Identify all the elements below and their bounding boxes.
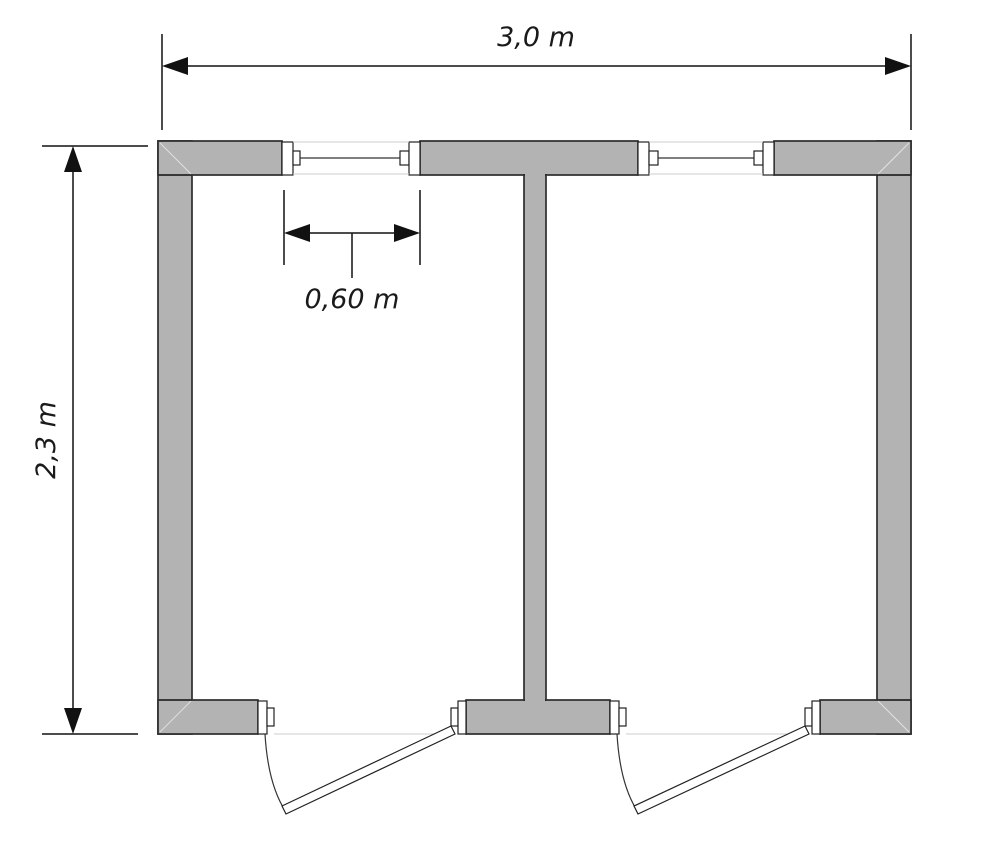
- wall-top-middle-segment: [419, 140, 639, 176]
- door-right-swing-arc: [616, 733, 639, 813]
- door-left-stop-latch: [450, 707, 459, 727]
- wall-partition: [523, 174, 547, 701]
- window-right-jamb-left: [637, 141, 650, 176]
- door-left-jamb-hinge: [257, 700, 268, 735]
- door-left: [257, 700, 467, 815]
- wall-outer-outline: [157, 140, 912, 735]
- width-arrow-right: [885, 57, 911, 75]
- window-right: [637, 141, 775, 176]
- width-label: 3,0 m: [497, 22, 575, 53]
- height-arrow-top: [64, 146, 82, 172]
- corner-bevel-bl: [159, 700, 192, 733]
- door-right-jamb-hinge: [609, 700, 620, 735]
- door-left-swing-arc: [264, 733, 287, 813]
- wall-seam-fill-pt: [525, 174, 545, 177]
- corner-bevel-br: [877, 700, 910, 733]
- window-left: [281, 141, 421, 176]
- walls: [157, 140, 912, 735]
- wall-inner-outline-right-room: [545, 174, 878, 701]
- door-right: [609, 700, 821, 815]
- window-left-jamb-left: [281, 141, 294, 176]
- window-arrow-right: [394, 224, 420, 242]
- window-left-jamb-right: [408, 141, 421, 176]
- wall-seam-fill-pb: [525, 698, 545, 701]
- height-dimension: 2,3 m: [31, 145, 148, 735]
- height-arrow-bottom: [64, 708, 82, 734]
- door-right-stop-latch: [804, 707, 813, 727]
- window-right-stop-right: [753, 150, 764, 166]
- window-left-stop-right: [399, 150, 410, 166]
- window-label: 0,60 m: [304, 284, 399, 315]
- height-label: 2,3 m: [31, 401, 62, 479]
- door-left-jamb-latch: [457, 700, 467, 735]
- door-left-leaf: [281, 725, 456, 815]
- wall-left: [157, 140, 193, 735]
- window-left-stop-left: [292, 150, 301, 166]
- width-dimension: 3,0 m: [161, 22, 912, 130]
- window-arrow-left: [284, 224, 310, 242]
- wall-bottom-middle-segment: [465, 699, 611, 735]
- wall-inner-outline-left-room: [191, 174, 525, 701]
- window-dimension: 0,60 m: [283, 190, 421, 315]
- door-right-jamb-latch: [811, 700, 821, 735]
- window-right-stop-left: [648, 150, 659, 166]
- window-right-jamb-right: [762, 141, 775, 176]
- corner-bevel-tl: [159, 142, 192, 175]
- door-right-stop-hinge: [618, 707, 627, 727]
- width-arrow-left: [162, 57, 188, 75]
- wall-right: [876, 140, 912, 735]
- door-right-leaf: [633, 725, 810, 815]
- corner-bevel-tr: [877, 142, 910, 175]
- door-left-stop-hinge: [266, 707, 275, 727]
